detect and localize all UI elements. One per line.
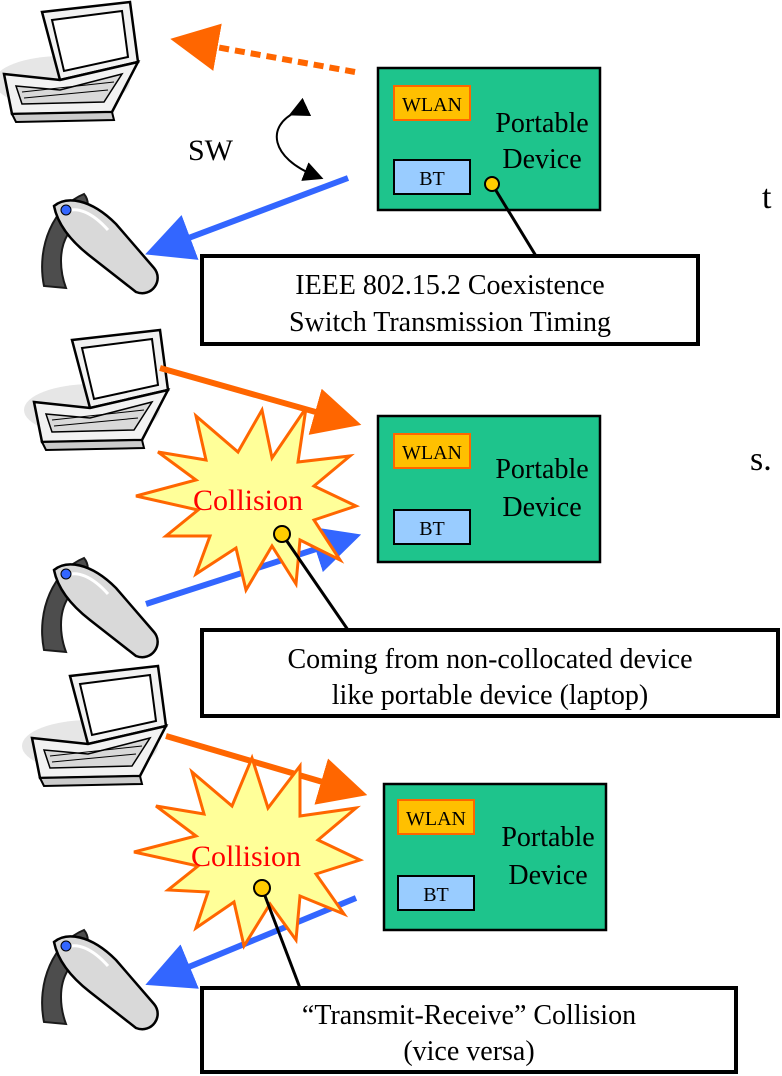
collision-burst xyxy=(135,405,361,594)
edge-fragment-1: t xyxy=(762,179,772,216)
callout-pointer xyxy=(260,887,302,989)
wlan-arrow xyxy=(159,365,362,435)
laptop-icon xyxy=(0,0,140,124)
switch-arrow xyxy=(275,97,324,181)
bt-module xyxy=(393,509,471,545)
callout-pointer xyxy=(280,533,350,631)
wlan-label: WLAN xyxy=(402,94,462,116)
wlan-label: WLAN xyxy=(402,442,462,464)
headset-icon xyxy=(40,928,160,1031)
callout-box xyxy=(200,628,780,718)
headset-icon xyxy=(40,192,160,295)
callout-pointer xyxy=(490,183,538,257)
headset-icon xyxy=(40,556,160,659)
bt-module xyxy=(397,875,475,911)
callout-line1: Coming from non-collocated device xyxy=(287,644,692,675)
callout-dot xyxy=(273,525,291,543)
callout-line2: (vice versa) xyxy=(403,1036,534,1067)
callout-box xyxy=(200,254,700,346)
bt-arrow xyxy=(145,895,358,989)
device-label-line1: Portable xyxy=(495,454,588,485)
edge-fragment-2: s. xyxy=(750,441,772,478)
device-label-line2: Device xyxy=(502,144,581,175)
bt-label: BT xyxy=(419,518,445,540)
collision-burst xyxy=(133,753,365,950)
bt-label: BT xyxy=(423,884,449,906)
wlan-arrow xyxy=(165,733,368,805)
sw-label: SW xyxy=(188,134,234,167)
device-label-line1: Portable xyxy=(495,108,588,139)
wlan-module xyxy=(393,85,471,121)
collision-label: Collision xyxy=(191,840,301,873)
callout-dot xyxy=(253,879,271,897)
callout-line1: “Transmit-Receive” Collision xyxy=(302,1000,636,1031)
callout-line1: IEEE 802.15.2 Coexistence xyxy=(295,270,604,301)
bt-module xyxy=(393,159,471,195)
collision-label: Collision xyxy=(193,484,303,517)
device-label-line2: Device xyxy=(502,492,581,523)
panel-3: Collision WLAN BT Portable Device “Trans… xyxy=(20,664,738,1074)
device-label-line1: Portable xyxy=(501,822,594,853)
panel-2: Collision WLAN BT Portable Device Coming… xyxy=(22,328,780,718)
wlan-module xyxy=(393,433,471,469)
device-label-line2: Device xyxy=(508,860,587,891)
callout-line2: Switch Transmission Timing xyxy=(289,307,611,338)
wlan-label: WLAN xyxy=(406,808,466,830)
wlan-module xyxy=(397,799,475,835)
laptop-icon xyxy=(20,664,168,788)
callout-line2: like portable device (laptop) xyxy=(332,680,648,711)
panel-1: SW WLAN BT Portable Device IEEE 802.15.2… xyxy=(0,0,700,346)
bt-label: BT xyxy=(419,168,445,190)
callout-dot xyxy=(484,176,500,192)
bt-arrow xyxy=(145,175,350,260)
callout-box xyxy=(200,986,738,1074)
laptop-icon xyxy=(22,328,170,452)
dashed-wlan-arrow xyxy=(170,23,356,75)
